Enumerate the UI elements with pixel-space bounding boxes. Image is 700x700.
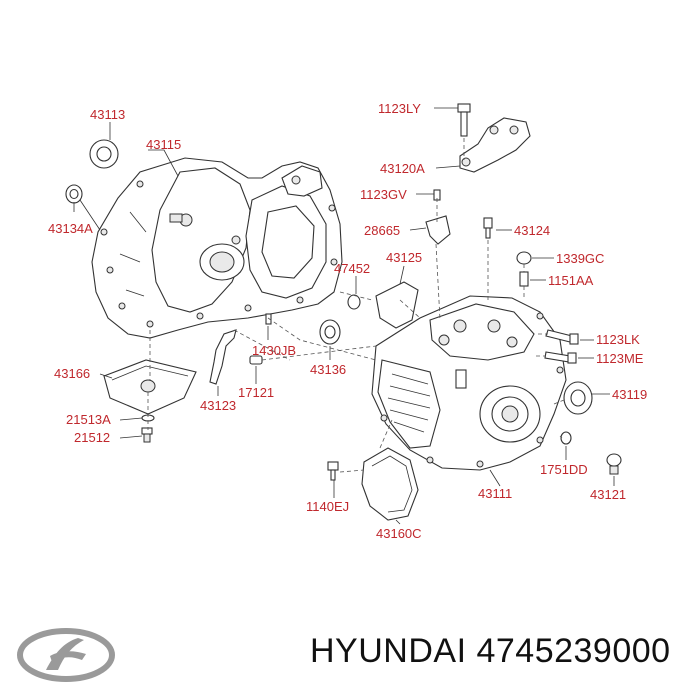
plug-43121 — [606, 453, 622, 475]
part-1151aa — [519, 271, 529, 287]
hyundai-logo-icon — [17, 628, 115, 682]
label-17121: 17121 — [238, 385, 274, 400]
label-43115: 43115 — [146, 137, 181, 152]
label-21512: 21512 — [74, 430, 110, 445]
label-1123me: 1123ME — [596, 351, 644, 366]
label-1140ej: 1140EJ — [306, 499, 349, 514]
label-21513a: 21513A — [66, 412, 111, 427]
pin-1430jb — [265, 313, 272, 325]
label-28665: 28665 — [364, 223, 400, 238]
part-28665 — [425, 215, 451, 245]
part-43124 — [483, 217, 493, 239]
oring-47452 — [347, 294, 361, 310]
part-1751dd — [560, 431, 572, 445]
label-43160c: 43160C — [376, 526, 422, 541]
label-43123: 43123 — [200, 398, 236, 413]
label-1123ly: 1123LY — [378, 101, 421, 116]
label-47452: 47452 — [334, 261, 370, 276]
drain-plug-21512 — [141, 427, 153, 443]
oil-seal-43113 — [89, 139, 119, 169]
label-1430jb: 1430JB — [252, 343, 296, 358]
label-43136: 43136 — [310, 362, 346, 377]
cover-plate-43166 — [103, 359, 197, 415]
bracket-43123 — [209, 329, 237, 385]
label-1123gv: 1123GV — [360, 187, 407, 202]
label-43111: 43111 — [478, 486, 512, 501]
label-43125: 43125 — [386, 250, 422, 265]
seal-43136 — [319, 319, 341, 345]
label-43120a: 43120A — [380, 161, 425, 176]
label-43124: 43124 — [514, 223, 550, 238]
brand-part-number: HYUNDAI 4745239000 — [310, 632, 671, 670]
clutch-housing — [91, 157, 343, 339]
label-43134a: 43134A — [48, 221, 93, 236]
label-1151aa: 1151AA — [548, 273, 594, 288]
label-1751dd: 1751DD — [540, 462, 588, 477]
seal-43119 — [563, 381, 593, 415]
label-43166: 43166 — [54, 366, 90, 381]
label-43119: 43119 — [612, 387, 647, 402]
transaxle-case — [371, 295, 567, 471]
gasket-43125 — [375, 281, 419, 329]
label-1123lk: 1123LK — [596, 332, 640, 347]
bracket-43120a — [459, 117, 531, 173]
bolt-1140ej — [327, 461, 339, 481]
label-43113: 43113 — [90, 107, 125, 122]
part-1339gc — [516, 251, 532, 265]
seal-43134a — [65, 184, 83, 204]
bolt-1123ly — [457, 103, 471, 137]
label-43121: 43121 — [590, 487, 626, 502]
cover-43160c — [361, 447, 419, 521]
label-1339gc: 1339GC — [556, 251, 604, 266]
